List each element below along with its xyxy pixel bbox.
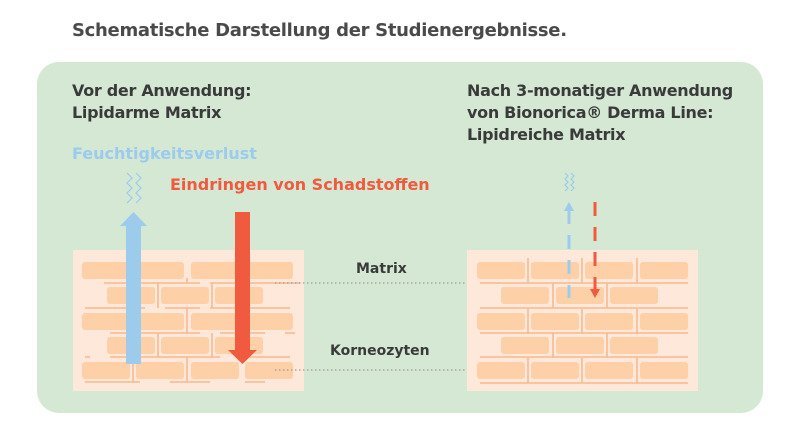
before-heading-line1: Vor der Anwendung: xyxy=(72,81,252,100)
corneocyte-brick xyxy=(585,362,633,379)
moisture-loss-arrow xyxy=(120,212,147,364)
corneocyte-brick xyxy=(501,287,549,304)
corneocyte-brick xyxy=(245,362,293,379)
corneocyte-brick xyxy=(191,362,239,379)
lipid-poor-wall xyxy=(73,250,304,391)
vapor-wave-icon xyxy=(126,172,142,204)
corneocyte-brick xyxy=(82,362,130,379)
after-heading-line3: Lipidreiche Matrix xyxy=(467,125,626,144)
pollutant-label: Eindringen von Schadstoffen xyxy=(170,175,430,194)
before-heading-line2: Lipidarme Matrix xyxy=(72,103,222,122)
corneocytes-label: Korneozyten xyxy=(330,343,430,359)
corneocyte-brick xyxy=(477,313,525,330)
corneocyte-brick xyxy=(585,313,633,330)
corneocyte-brick xyxy=(477,362,525,379)
after-heading-line1: Nach 3-monatiger Anwendung xyxy=(467,81,733,100)
corneocyte-brick xyxy=(585,262,633,279)
corneocyte-brick xyxy=(640,362,688,379)
corneocyte-brick xyxy=(531,313,579,330)
corneocyte-brick xyxy=(161,287,209,304)
corneocyte-brick xyxy=(531,362,579,379)
corneocyte-brick xyxy=(501,337,549,354)
after-heading: Nach 3-monatiger Anwendung von Bionorica… xyxy=(467,80,733,146)
corneocyte-brick xyxy=(556,337,604,354)
pollutant-arrow xyxy=(228,212,257,364)
page-title: Schematische Darstellung der Studienerge… xyxy=(72,20,567,41)
before-heading: Vor der Anwendung: Lipidarme Matrix xyxy=(72,80,252,124)
corneocyte-brick xyxy=(136,362,184,379)
after-heading-line2: von Bionorica® Derma Line: xyxy=(467,103,714,122)
corneocyte-brick xyxy=(477,262,525,279)
moisture-loss-label: Feuchtigkeitsverlust xyxy=(72,144,257,163)
corneocyte-brick xyxy=(531,262,579,279)
vapor-wave-small-icon xyxy=(564,172,575,192)
matrix-label: Matrix xyxy=(356,261,407,277)
corneocyte-brick xyxy=(640,262,688,279)
lipid-rich-wall xyxy=(467,250,698,391)
pollutant-dashed-arrow xyxy=(590,202,600,298)
corneocyte-brick xyxy=(640,313,688,330)
corneocyte-brick xyxy=(610,287,658,304)
moisture-loss-dashed-arrow xyxy=(564,202,574,298)
corneocyte-brick xyxy=(610,337,658,354)
corneocyte-brick xyxy=(161,337,209,354)
